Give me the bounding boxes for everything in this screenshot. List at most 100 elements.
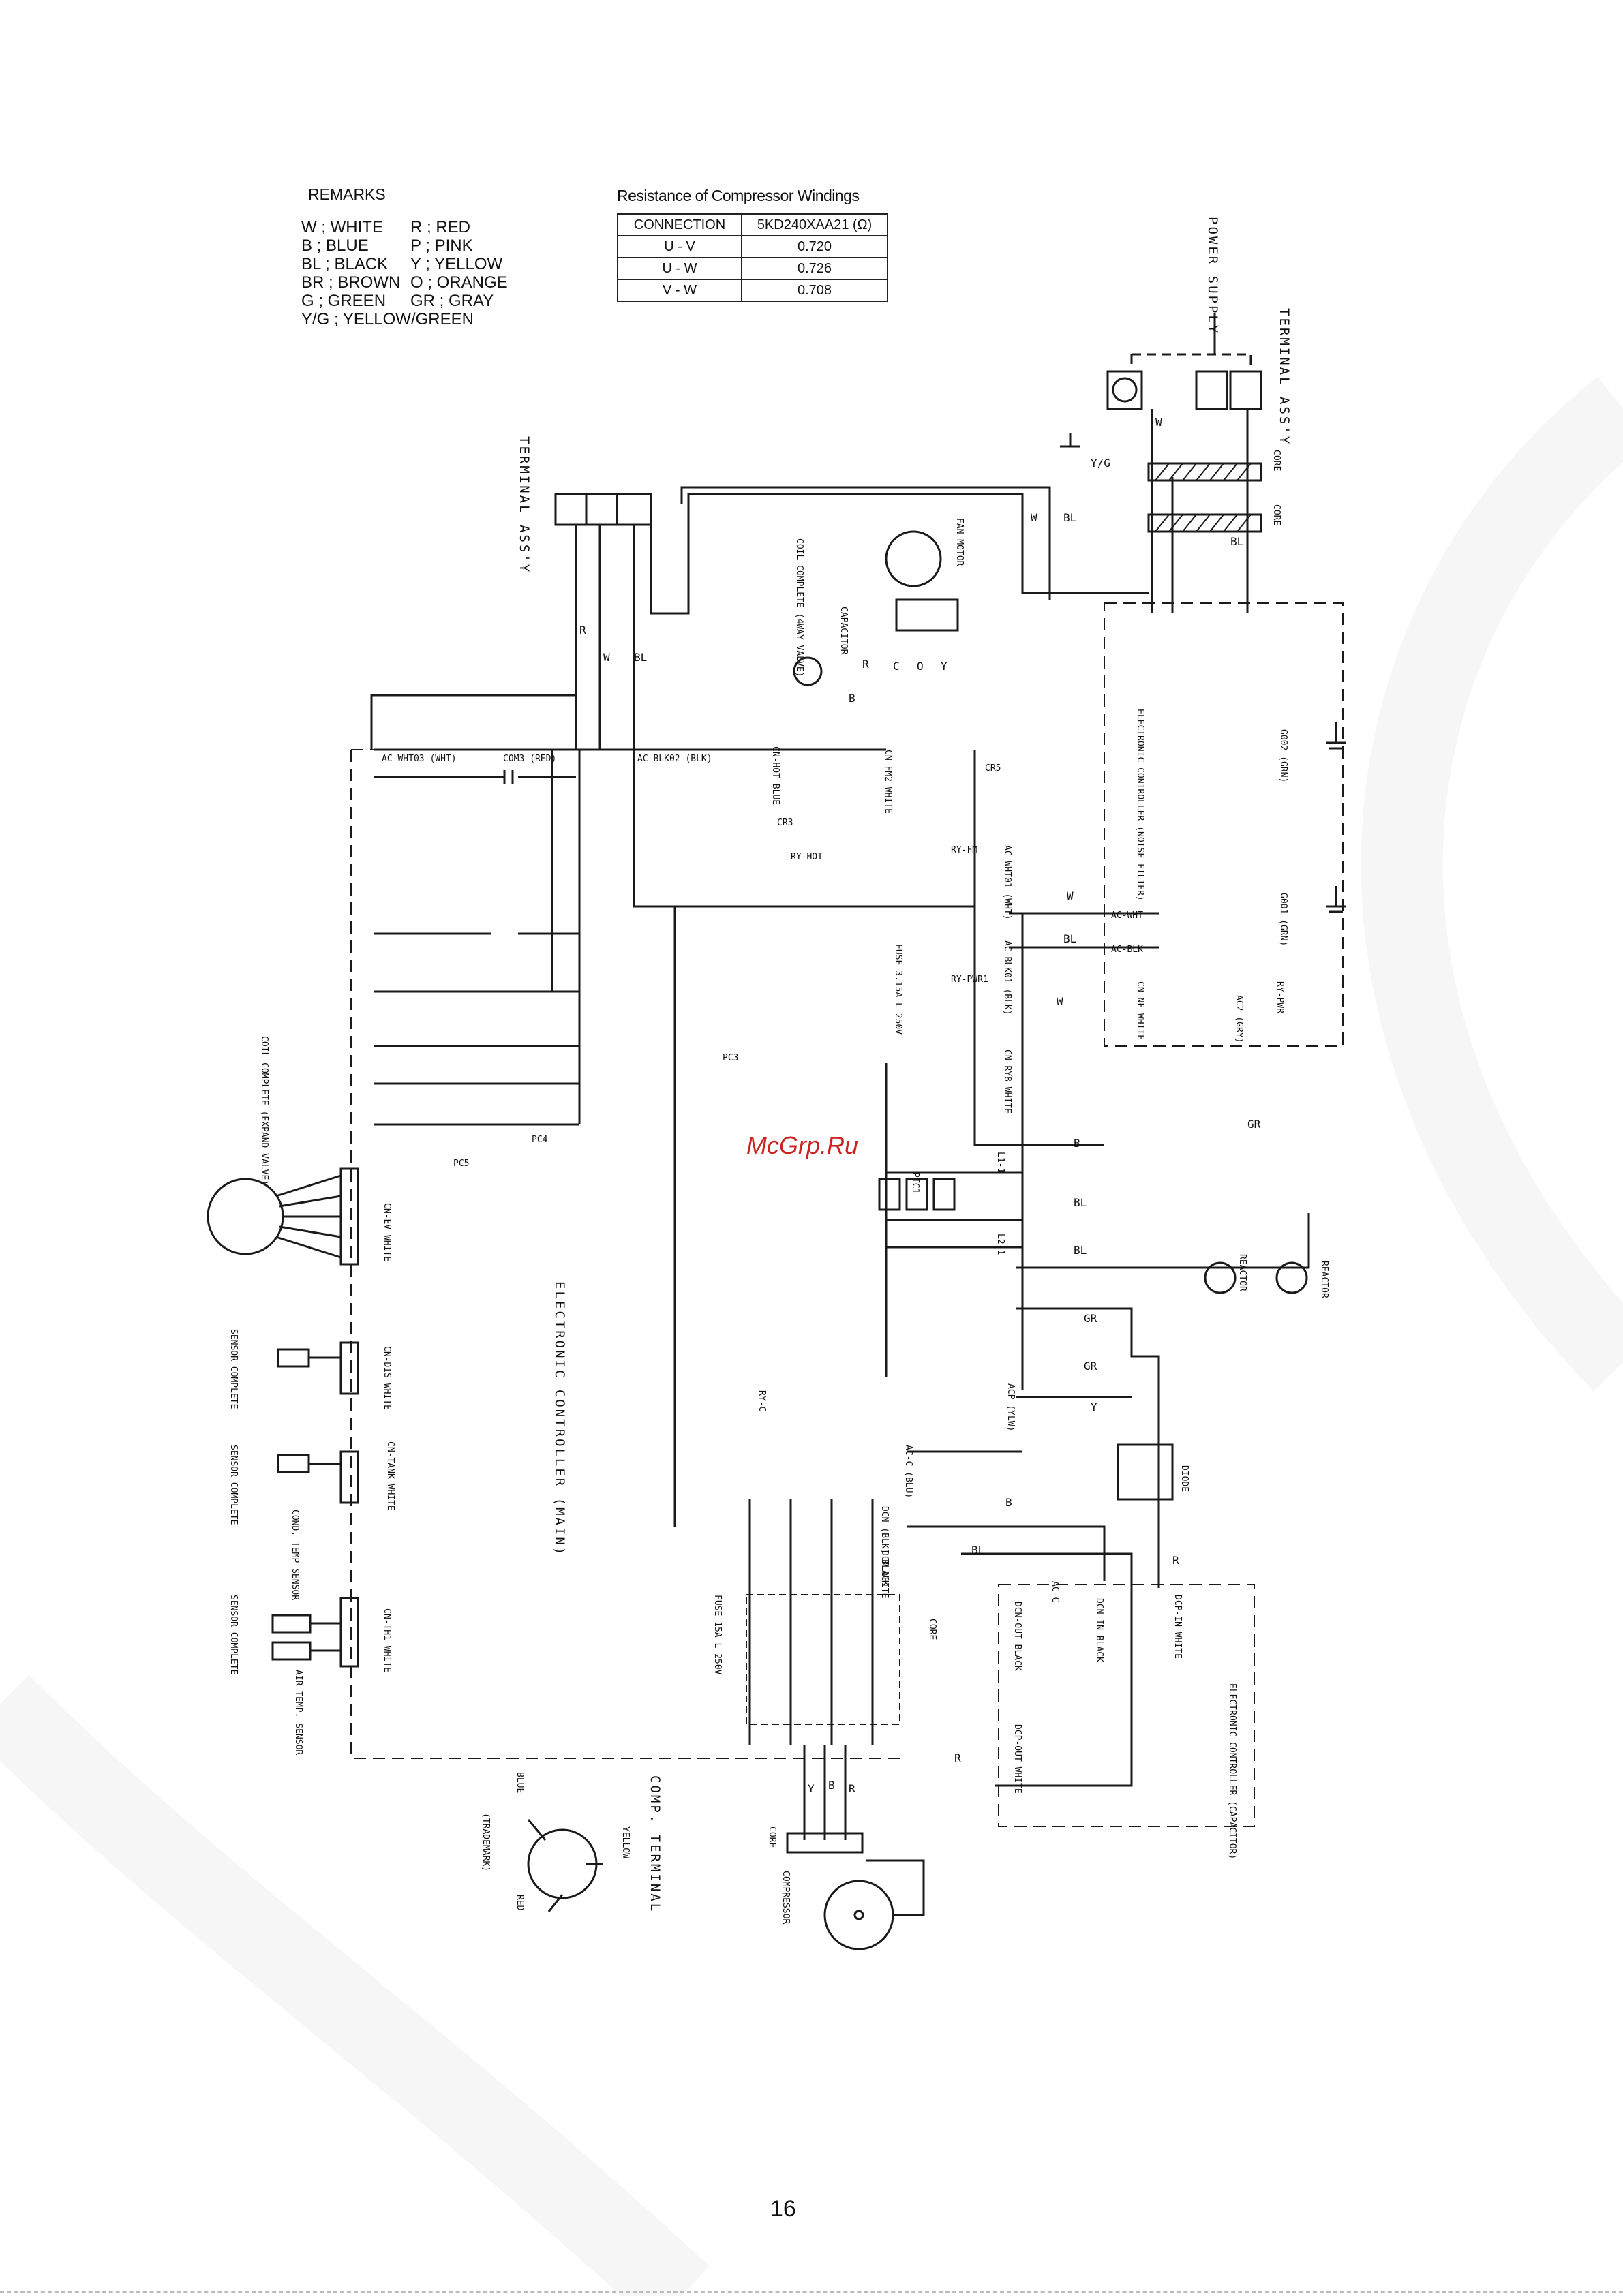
table-header-cell: CONNECTION	[617, 213, 742, 236]
ac-wht-label: AC-WHT	[1111, 910, 1143, 921]
pc4-label: PC4	[532, 1135, 548, 1145]
l1-label: L1-1	[995, 1152, 1005, 1174]
wire-label: B	[849, 692, 855, 705]
table-cell: 0.708	[741, 279, 888, 302]
yellow-label: YELLOW	[620, 1826, 631, 1858]
dcp-in-label: DCP-IN WHITE	[1172, 1595, 1183, 1659]
ry-pwr-label: RY-PWR	[1275, 981, 1285, 1013]
wire-label: B	[1074, 1137, 1080, 1150]
core-compressor	[786, 1832, 864, 1854]
wire-label: B	[1005, 1496, 1012, 1509]
sensor-tank-label: SENSOR COMPLETE	[228, 1445, 239, 1525]
wire-label: R	[1172, 1554, 1179, 1567]
cn-th1-label: CN-TH1 WHITE	[382, 1608, 392, 1672]
cn-dis-label: CN-DIS WHITE	[382, 1346, 392, 1410]
air-temp-sensor-icon	[271, 1641, 312, 1661]
terminal-assy-right-label: TERMINAL ASS'Y	[1277, 308, 1292, 446]
cn-hot-label: CN-HOT BLUE	[770, 746, 780, 806]
reactor-2-label: REACTOR	[1319, 1261, 1329, 1298]
page-number: 16	[770, 2196, 796, 2222]
ptc-label: PTC1	[910, 1172, 920, 1194]
wire-label: GR	[1084, 1312, 1097, 1325]
wire-label: BL	[634, 651, 648, 664]
terminal-3	[554, 493, 588, 526]
cn-nf-label: CN-NF WHITE	[1135, 981, 1145, 1041]
wire-label: W	[1155, 416, 1162, 429]
remarks-row: Y/G ; YELLOW/GREEN	[301, 310, 508, 328]
wire-label: C	[893, 660, 900, 673]
wire-label: R	[579, 624, 586, 637]
wire-label: BL	[971, 1544, 985, 1557]
com3-label: COM3 (RED)	[503, 754, 557, 764]
pc5-label: PC5	[453, 1159, 470, 1169]
main-controller-label: ELECTRONIC CONTROLLER (MAIN)	[552, 1281, 567, 1557]
ac-blk01-label: AC-BLK01 (BLK)	[1002, 940, 1012, 1015]
table-cell: 0.720	[741, 235, 888, 258]
g002-label: G002 (GRN)	[1278, 729, 1288, 783]
sensor-th1-label: SENSOR COMPLETE	[228, 1595, 239, 1675]
g001-label: G001 (GRN)	[1278, 893, 1288, 947]
cn-tank-connector	[339, 1450, 359, 1504]
wire-label: GR	[1084, 1360, 1097, 1373]
terminal-1	[616, 493, 652, 526]
ac-blk02-label: AC-BLK02 (BLK)	[637, 754, 712, 764]
noise-filter-label: ELECTRONIC CONTROLLER (NOISE FILTER)	[1135, 709, 1145, 901]
core-bottom-label: CORE	[767, 1826, 777, 1848]
remarks-cell: B ; BLUE	[301, 236, 369, 255]
expand-valve-motor-icon	[207, 1178, 284, 1255]
ry-hot-label: RY-HOT	[791, 852, 823, 862]
compressor-icon	[823, 1880, 894, 1950]
sensor-dis-label: SENSOR COMPLETE	[228, 1329, 239, 1409]
remarks-cell: R ; RED	[410, 218, 471, 236]
coil-4way-label: COIL COMPLETE (4WAY VALVE)	[794, 538, 804, 677]
ry-pwr1-label: RY-PWR1	[951, 975, 988, 985]
resistance-title: Resistance of Compressor Windings	[617, 187, 860, 204]
diode-label: DIODE	[1179, 1465, 1189, 1493]
cn-fm2-label: CN-FM2 WHITE	[883, 750, 893, 814]
resistance-table: CONNECTION 5KD240XAA21 (Ω) U - V 0.720 U…	[617, 213, 888, 302]
remarks-cell: GR ; GRAY	[410, 292, 494, 310]
power-supply-label: POWER SUPPLY	[1205, 217, 1220, 335]
wire-label: BL	[1230, 535, 1244, 548]
ptc-2	[905, 1178, 928, 1211]
l2-label: L2-1	[995, 1234, 1005, 1255]
terminal-n	[1195, 370, 1228, 410]
reactor-2-icon	[1275, 1261, 1308, 1294]
table-row: V - W 0.708	[617, 279, 888, 302]
remarks-cell: Y ; YELLOW	[410, 255, 503, 273]
ry-c-label: RY-C	[757, 1390, 767, 1412]
terminal-assy-left-label: TERMINAL ASS'Y	[517, 436, 532, 575]
table-header-row: CONNECTION 5KD240XAA21 (Ω)	[617, 213, 888, 236]
ry-fm-label: RY-FM	[951, 845, 978, 855]
wire-label: W	[1067, 889, 1074, 902]
ac-wht03-label: AC-WHT03 (WHT)	[382, 754, 457, 764]
terminal-2	[585, 493, 618, 526]
wire-label: O	[917, 660, 924, 673]
capacitor-controller-label: ELECTRONIC CONTROLLER (CAPACITOR)	[1227, 1683, 1237, 1860]
wire-label: B	[828, 1779, 835, 1792]
remarks-cell: W ; WHITE	[301, 218, 383, 236]
wire-label: W	[1031, 511, 1037, 524]
watermark-text: McGrp.Ru	[746, 1131, 859, 1159]
tank-sensor-icon	[277, 1454, 310, 1473]
table-row: U - W 0.726	[617, 257, 888, 280]
air-temp-label: AIR TEMP. SENSOR	[293, 1670, 303, 1756]
trademark-label: (TRADEMARK)	[481, 1813, 491, 1872]
acp-label: ACP (YLW)	[1005, 1383, 1016, 1432]
core-top	[1147, 462, 1262, 482]
remarks-row: W ; WHITE R ; RED	[301, 218, 508, 236]
wire-label: Y/G	[1091, 457, 1110, 470]
ground-icon	[1060, 433, 1080, 448]
ac2-label: AC2 (GRY)	[1234, 995, 1244, 1043]
core-label: CORE	[1271, 504, 1281, 526]
cr5-label: CR5	[985, 763, 1001, 774]
cn-ry8-label: CN-RY8 WHITE	[1002, 1050, 1012, 1114]
table-cell: V - W	[617, 279, 742, 302]
remarks-title: REMARKS	[308, 185, 386, 203]
cn-ev-connector	[339, 1167, 359, 1266]
cr3-label: CR3	[777, 818, 793, 828]
ground-icon	[1326, 886, 1346, 913]
